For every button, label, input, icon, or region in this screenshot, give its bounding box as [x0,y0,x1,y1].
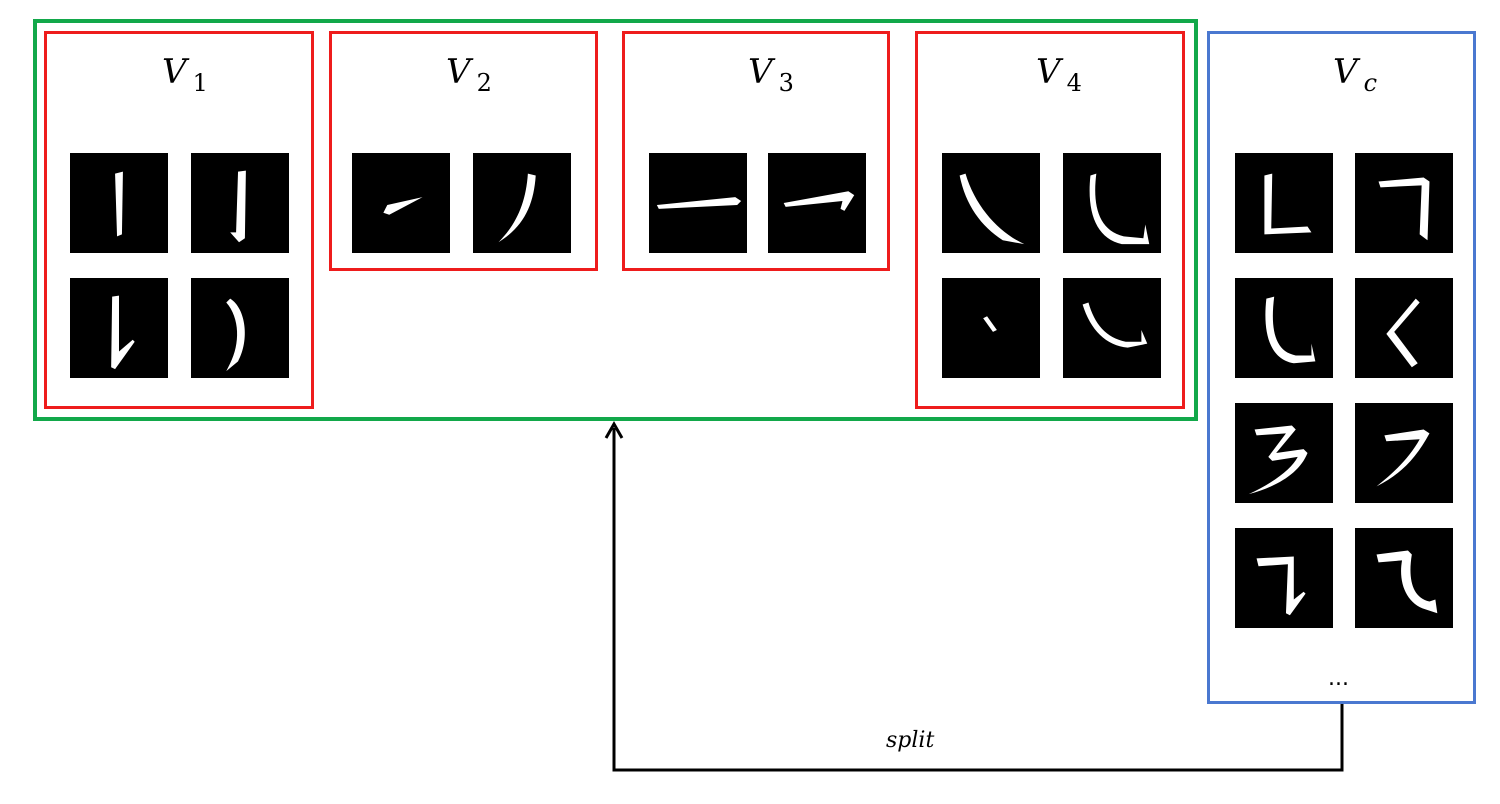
stroke-tile-vertical-bend-hook-compound [1235,278,1333,378]
stroke-tile-vertical-hook [191,153,289,253]
stroke-tile-curved-bend-hook [1063,278,1161,378]
stroke-tile-horizontal-turn-hook [1355,153,1453,253]
split-arrowhead [604,420,624,439]
group-v1-box [44,31,314,409]
group-v2-box [329,31,598,271]
group-vc-label-sub: c [1363,69,1378,97]
stroke-tile-curved-vertical-hook [191,278,289,378]
group-v2-label-sub: 2 [476,69,492,97]
stroke-tile-horizontal-turn-turn [1235,403,1333,503]
group-vc-label-main: V [1333,52,1358,92]
group-v3-label-main: V [748,52,773,92]
stroke-tile-vertical-turn [1235,153,1333,253]
group-v3-box [622,31,890,271]
stroke-tile-horizontal-turn-left [1355,403,1453,503]
split-edge-label: split [886,728,935,753]
group-v1-label-sub: 1 [192,69,208,97]
stroke-tile-vertical [70,153,168,253]
group-v4-box [915,31,1185,409]
group-v4-label-sub: 4 [1066,69,1082,97]
split-arrow-line [612,428,1344,772]
more-strokes-ellipsis: ... [1328,666,1349,691]
group-v2-label-main: V [446,52,471,92]
stroke-tile-horizontal [649,153,747,253]
group-v1-label-main: V [162,52,187,92]
stroke-tile-left-falling [473,153,571,253]
stroke-tile-bent-left [1355,278,1453,378]
group-vc-box [1207,31,1476,704]
stroke-tile-right-falling [942,153,1040,253]
stroke-tile-dot [942,278,1040,378]
simple-stroke-container [33,19,1198,421]
stroke-tile-horizontal-turn-bend-hook [1355,528,1453,628]
stroke-tile-vertical-bend-hook [1063,153,1161,253]
stroke-tile-vertical-turn-hook [1235,528,1333,628]
stroke-tile-rising [352,153,450,253]
group-v3-label-sub: 3 [778,69,794,97]
stroke-tile-horizontal-hook [768,153,866,253]
group-v4-label-main: V [1036,52,1061,92]
stroke-tile-vertical-rise [70,278,168,378]
